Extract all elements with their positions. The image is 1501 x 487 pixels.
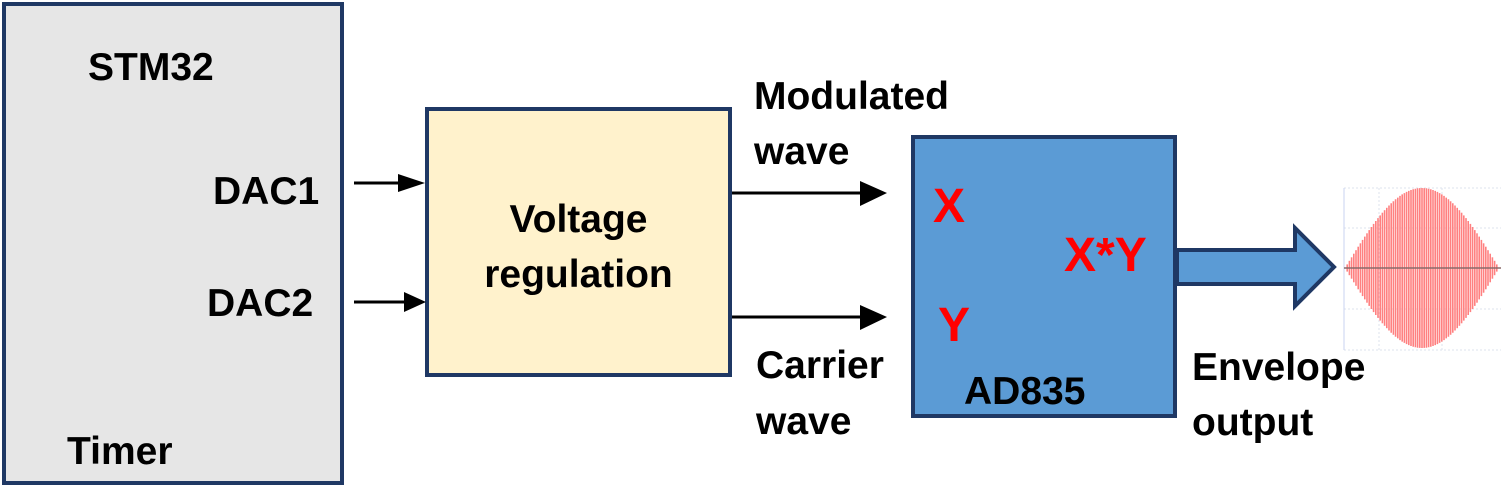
ad835-name: AD835 (964, 370, 1086, 413)
ad835-output-xy: X*Y (1064, 229, 1147, 282)
envelope-output-line2: output (1192, 401, 1314, 444)
voltage-regulation-line2: regulation (484, 253, 673, 296)
carrier-wave-line2: wave (756, 400, 852, 443)
ad835-input-x: X (933, 180, 966, 233)
carrier-wave-arrow (732, 305, 887, 330)
dac2-label: DAC2 (207, 282, 314, 325)
stm32-block (2, 2, 344, 485)
dac1-arrow (354, 174, 425, 192)
envelope-waveform-plot (1343, 187, 1501, 351)
dac2-arrow (354, 292, 426, 312)
modulated-wave-arrow (732, 181, 887, 206)
voltage-regulation-line1: Voltage (509, 198, 648, 241)
timer-label: Timer (67, 430, 173, 473)
envelope-output-line1: Envelope (1192, 346, 1366, 389)
modulated-wave-line2: wave (754, 130, 850, 173)
ad835-input-y: Y (938, 299, 971, 352)
envelope-output-arrow (1175, 223, 1337, 311)
carrier-wave-line1: Carrier (756, 344, 884, 387)
dac1-label: DAC1 (213, 170, 320, 213)
modulated-wave-line1: Modulated (754, 75, 949, 118)
voltage-regulation-block (425, 107, 732, 377)
stm32-title: STM32 (88, 46, 214, 89)
